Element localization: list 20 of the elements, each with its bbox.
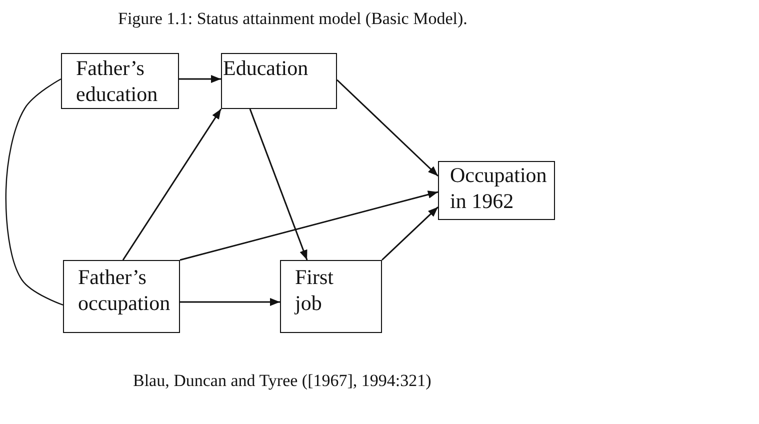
arrow	[180, 298, 280, 306]
curved-connector	[5, 78, 64, 306]
arrow	[122, 108, 222, 260]
variable-box	[221, 53, 337, 109]
arrow	[179, 74, 221, 83]
arrow	[249, 108, 308, 260]
source-citation: Blau, Duncan and Tyree ([1967], 1994:321)	[133, 371, 432, 391]
arrow	[336, 79, 439, 177]
box-label: Education	[223, 55, 310, 81]
figure-title: Figure 1.1: Status attainment model (Basic Model).	[118, 9, 468, 29]
variable-box	[63, 260, 180, 333]
variable-box	[438, 161, 555, 220]
box-label: First job	[295, 264, 335, 316]
arrow	[381, 206, 439, 261]
box-label: Occupation in 1962	[450, 162, 548, 214]
variable-box	[280, 260, 382, 333]
box-label: Father’s education	[76, 55, 159, 107]
box-label: Father’s occupation	[78, 264, 172, 316]
arrow	[180, 190, 438, 261]
variable-box	[61, 53, 179, 109]
